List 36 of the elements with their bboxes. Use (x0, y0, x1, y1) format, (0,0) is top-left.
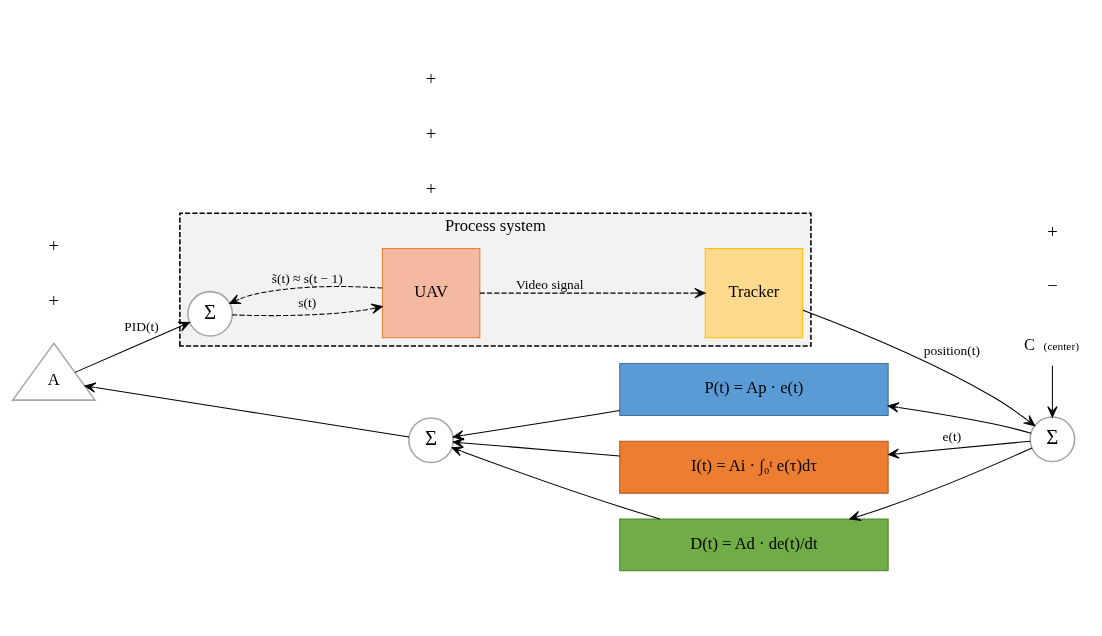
edge-label: position(t) (923, 342, 980, 358)
arrow (451, 445, 661, 519)
node-box: Tracker (704, 247, 804, 338)
arrow (231, 303, 383, 316)
label: + (425, 67, 437, 89)
arrow (84, 381, 410, 437)
arrow (479, 287, 706, 298)
node-box: UAV (381, 247, 481, 338)
node-circle: Σ (1029, 415, 1076, 462)
label: + (425, 122, 437, 144)
label: + (1047, 220, 1058, 242)
arrow (1047, 364, 1058, 417)
node-circle: Σ (408, 416, 455, 463)
edge-label: PID(t) (124, 318, 159, 334)
edge-label: s(t) (298, 294, 317, 310)
edge-label: s̃(t) ≈ s(t − 1) (271, 270, 343, 286)
arrow (887, 440, 1031, 459)
edge-label: e(t) (942, 428, 962, 444)
node-text: C (1023, 334, 1035, 354)
label: − (1047, 274, 1058, 296)
arrow (887, 401, 1032, 434)
node-box: D(t) = Ad · de(t)/dt (619, 518, 889, 571)
edge-label: Video signal (515, 276, 584, 292)
node-circle: Σ (187, 290, 234, 337)
label: + (48, 234, 60, 256)
node-box: I(t) = Ai · ∫₀ᵗ e(τ)dτ (619, 440, 889, 494)
arrow (452, 437, 621, 457)
node-box: P(t) = Ap · e(t) (619, 362, 889, 416)
node-label: (center) (1043, 339, 1080, 352)
label: + (48, 289, 60, 311)
arrow (229, 285, 383, 304)
label: + (425, 177, 437, 199)
arrow (74, 321, 190, 373)
arrow (849, 447, 1033, 521)
arrow (452, 409, 621, 440)
arrow (802, 309, 1036, 426)
